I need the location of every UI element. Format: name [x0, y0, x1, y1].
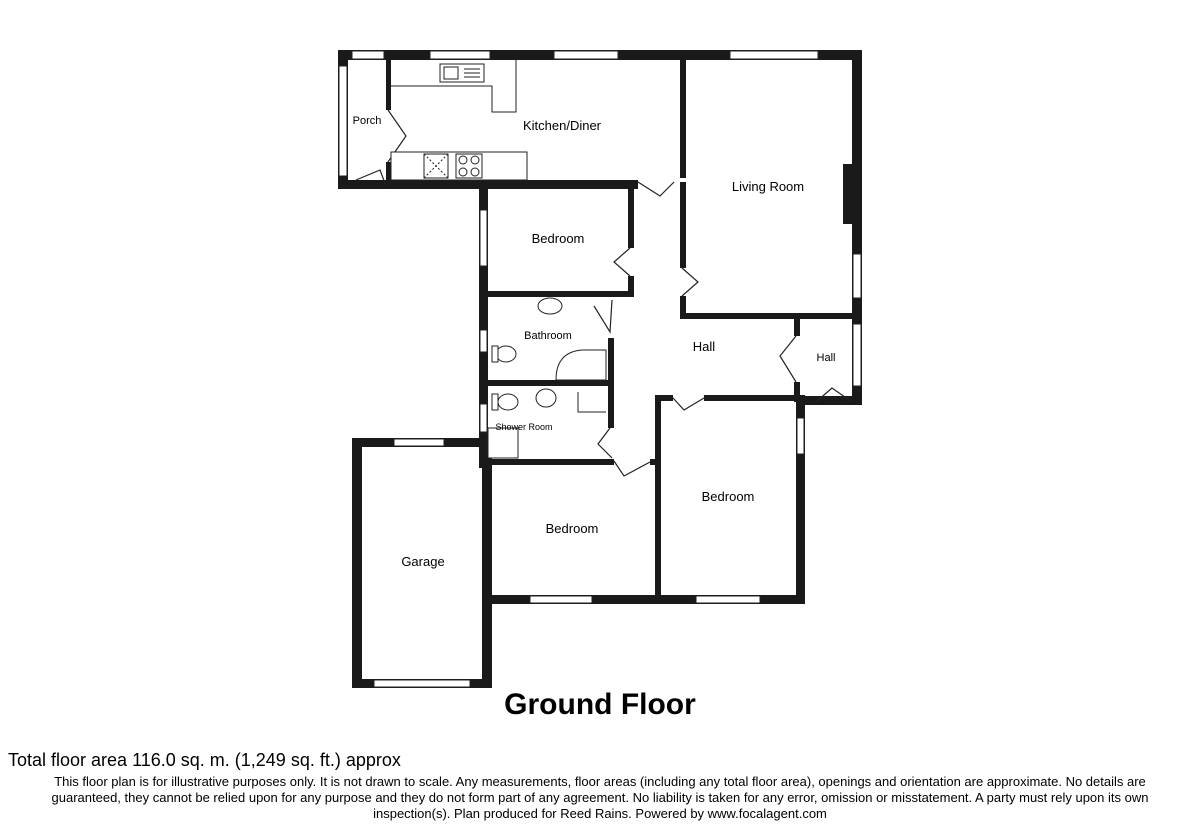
bath-icon	[555, 349, 607, 381]
wall-bedrooms-bottom	[482, 595, 805, 604]
door-porch-exterior	[355, 169, 387, 187]
disclaimer-text: This floor plan is for illustrative purp…	[51, 774, 1149, 821]
interior-walls	[386, 58, 856, 604]
chimney-breast	[843, 164, 855, 224]
room-label-kitchen: Kitchen/Diner	[523, 118, 602, 133]
wall-bedroom1-right-low	[628, 276, 634, 296]
doors	[355, 109, 853, 477]
wall-bedroom1-right	[628, 180, 634, 248]
window-porch-left	[338, 65, 348, 177]
wall-entry-left	[794, 318, 800, 336]
wall-living-left	[680, 182, 686, 268]
wall-living-left-low	[680, 296, 686, 318]
window-porch-top	[351, 50, 385, 60]
floor-plan: Porch Kitchen/Diner Living Room Bedroom …	[338, 50, 862, 688]
room-label-hall-main: Hall	[693, 339, 716, 354]
wall-bedroom1-bottom	[482, 291, 634, 297]
wall-entry-bottom	[796, 396, 862, 405]
fixtures	[390, 60, 607, 459]
window-bathroom-left	[479, 329, 488, 353]
total-floor-area: Total floor area 116.0 sq. m. (1,249 sq.…	[8, 750, 401, 770]
wall-bedroom1-left	[479, 180, 488, 468]
shower-basin-icon	[535, 388, 557, 408]
wall-bedroom3-right	[796, 395, 805, 604]
wall-shower-bottom	[482, 459, 614, 465]
wall-right	[852, 50, 862, 405]
wall-bedroom3-top	[655, 395, 673, 401]
room-label-shower: Shower Room	[495, 422, 552, 432]
door-living-hall	[681, 267, 699, 297]
wall-garage-right	[482, 438, 492, 688]
sink-basin	[443, 66, 459, 80]
room-label-bathroom: Bathroom	[524, 330, 572, 342]
wall-porch-kitchen	[386, 58, 391, 110]
floor-title: Ground Floor	[504, 688, 696, 721]
wall-shower-right	[608, 386, 614, 428]
windows	[338, 50, 862, 688]
room-label-living: Living Room	[732, 179, 804, 194]
window-bedroom3-right	[796, 417, 805, 455]
window-bedroom2-bottom	[529, 595, 593, 604]
door-bathroom-hall	[593, 299, 613, 334]
wall-bedroom3-top-right	[704, 395, 804, 401]
wall-living-bottom	[680, 313, 856, 319]
shower-tray-icon	[487, 427, 519, 459]
door-entry-hall	[779, 335, 797, 383]
window-shower-left	[479, 403, 488, 433]
shower-toilet-icon	[497, 393, 519, 411]
door-bedroom1-hall	[613, 247, 631, 277]
window-kitchen-top-2	[553, 50, 619, 60]
wall-porch-kitchen-low	[386, 162, 391, 186]
door-bedroom3-hall	[672, 397, 705, 411]
room-labels: Porch Kitchen/Diner Living Room Bedroom …	[353, 115, 836, 569]
door-shower-hall	[597, 427, 613, 459]
wall-bathroom-bottom	[482, 380, 614, 386]
room-label-bedroom-1: Bedroom	[532, 231, 585, 246]
window-living-right	[852, 253, 862, 299]
window-garage-top	[393, 438, 445, 447]
room-label-hall-entry: Hall	[817, 352, 836, 364]
wall-bathroom-right	[608, 338, 614, 388]
window-bedroom1-left	[479, 209, 488, 267]
room-label-garage: Garage	[401, 554, 444, 569]
door-front	[815, 387, 853, 403]
kitchen-counter-top	[391, 60, 517, 113]
room-label-porch: Porch	[353, 115, 382, 127]
basin-icon	[537, 297, 563, 315]
room-label-bedroom-2: Bedroom	[546, 521, 599, 536]
wall-kitchen-living	[680, 58, 686, 178]
door-bedroom2-hall	[613, 460, 651, 477]
window-kitchen-top-1	[429, 50, 491, 60]
wall-entry-left-low	[794, 382, 800, 402]
wall-garage-left	[352, 438, 362, 688]
window-living-top	[729, 50, 819, 60]
door-kitchen-hall	[637, 181, 675, 197]
room-label-bedroom-3: Bedroom	[702, 489, 755, 504]
window-garage-door	[373, 679, 471, 688]
window-entry-right	[852, 323, 862, 387]
window-bedroom3-bottom	[695, 595, 761, 604]
wall-bedroom2-3	[655, 396, 661, 604]
toilet-icon	[495, 345, 517, 363]
